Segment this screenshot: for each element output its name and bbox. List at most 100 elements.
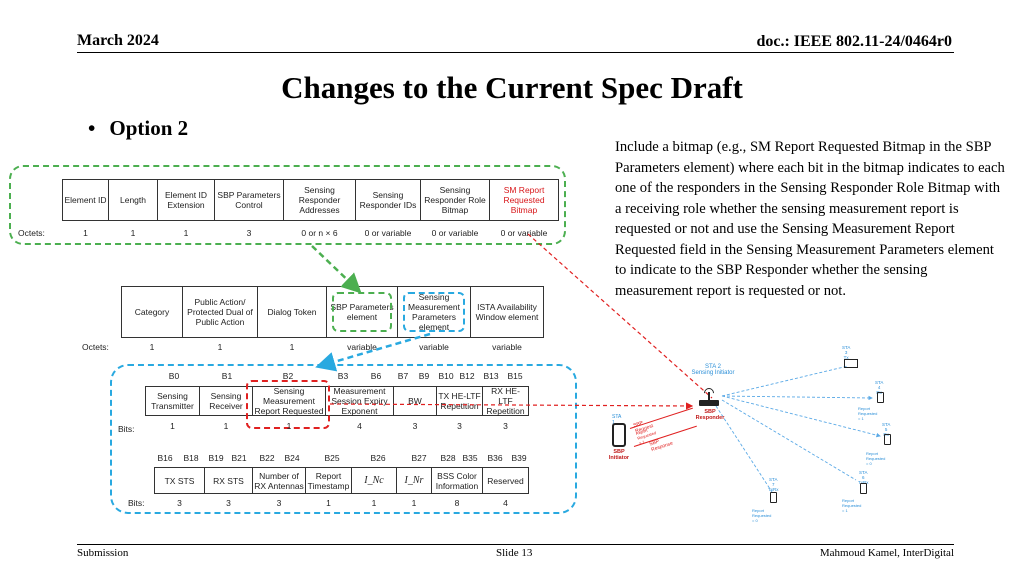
- blue-link-arrow: [315, 332, 431, 372]
- header-divider: [77, 52, 954, 53]
- fig3-r2-bit-10: B35: [462, 453, 478, 463]
- fig3-r1-size-1: 1: [223, 421, 229, 431]
- fig3-r2-field-1: RX STS: [204, 467, 253, 494]
- sbp-initiator-label: SBP Initiator: [608, 449, 630, 461]
- fig3-report-requested-highlight: [246, 380, 330, 429]
- sta7-role: TxRx: [768, 487, 779, 492]
- fig2-field-5: ISTA Availability Window element: [470, 286, 544, 338]
- fig3-r2-bit-9: B28: [440, 453, 456, 463]
- fig3-r2-field-0: TX STS: [154, 467, 205, 494]
- fig3-r1-size-6: 3: [503, 421, 508, 431]
- fig3-r2-field-4-text: I_Nc: [364, 474, 384, 486]
- fig2-smp-highlight: [403, 292, 465, 332]
- fig1-octet-0: 1: [83, 228, 88, 238]
- phone-icon-sta4: [877, 392, 884, 403]
- fig3-r2-field-7: Reserved: [482, 467, 529, 494]
- fig2-octets-label: Octets:: [82, 342, 109, 352]
- header-doc-id: doc.: IEEE 802.11-24/0464r0: [756, 33, 952, 50]
- sta5-name: STA 5: [882, 422, 891, 432]
- fig3-r1-bit-5: B7: [397, 371, 409, 381]
- fig3-r2-bit-8: B27: [411, 453, 427, 463]
- fig3-r1-bit-1: B1: [221, 371, 233, 381]
- fig1-octet-2: 1: [183, 228, 189, 238]
- sta6-label: STA 6 TxRx: [858, 470, 869, 485]
- fig1-field-5: Sensing Responder IDs: [355, 179, 421, 221]
- sensing-measurement-parameters-box: [110, 364, 577, 514]
- fig2-sbp-highlight: [332, 292, 392, 332]
- fig3-r2-field-6: BSS Color Information: [431, 467, 483, 494]
- network-links: [715, 365, 881, 493]
- fig2-octet-5: variable: [492, 342, 522, 352]
- sta5-report: Report Requested = 0: [866, 451, 886, 466]
- fig3-r1-bit-9: B13: [483, 371, 499, 381]
- fig1-octet-5: 0 or variable: [364, 228, 412, 238]
- sta3-label: STA 3 Tx: [842, 345, 850, 360]
- sta7-report: Report Requested = 0: [752, 508, 772, 523]
- fig3-r2-size-6: 8: [454, 498, 460, 508]
- fig3-r2-field-2: Number of RX Antennas: [252, 467, 306, 494]
- fig1-field-3: SBP Parameters Control: [214, 179, 284, 221]
- fig2-octet-3: variable: [347, 342, 377, 352]
- fig3-r1-field-3: Measurement Session Expiry Exponent: [325, 386, 394, 416]
- fig3-r1-bit-4: B6: [370, 371, 382, 381]
- sta6-name: STA 6: [859, 470, 868, 480]
- body-paragraph: Include a bitmap (e.g., SM Report Reques…: [615, 139, 1005, 299]
- fig2-field-1: Public Action/ Protected Dual of Public …: [182, 286, 258, 338]
- sbp-responder-label: SBP Responder: [695, 409, 725, 421]
- fig3-r1-bit-0: B0: [168, 371, 180, 381]
- fig3-r2-size-2: 3: [276, 498, 282, 508]
- fig3-r1-size-2: 1: [286, 421, 292, 431]
- fig3-r2-bit-7: B26: [370, 453, 386, 463]
- fig2-octet-4: variable: [419, 342, 449, 352]
- footer-author: Mahmoud Kamel, InterDigital: [819, 547, 954, 559]
- fig1-field-4: Sensing Responder Addresses: [283, 179, 356, 221]
- fig1-octet-7: 0 or variable: [500, 228, 548, 238]
- fig2-field-0: Category: [121, 286, 183, 338]
- fig3-r1-bits-label: Bits:: [118, 424, 135, 434]
- router-icon: [696, 385, 722, 408]
- fig3-r1-bit-7: B10: [438, 371, 454, 381]
- fig3-r1-field-2: Sensing Measurement Report Requested: [252, 386, 326, 416]
- fig1-octets-label: Octets:: [18, 228, 45, 238]
- fig3-r2-size-5: 1: [411, 498, 417, 508]
- header-date: March 2024: [77, 32, 159, 49]
- fig3-r2-bit-5: B24: [284, 453, 300, 463]
- fig3-r1-size-5: 3: [457, 421, 462, 431]
- sta4-name: STA 4: [875, 380, 884, 390]
- fig1-octet-3: 3: [246, 228, 252, 238]
- fig3-r2-field-4: I_Nc: [351, 467, 397, 494]
- sbp-parameters-element-box: [9, 165, 566, 245]
- fig3-r1-field-6: RX HE-LTF Repetition: [482, 386, 529, 416]
- fig1-octet-4: 0 or n × 6: [301, 228, 338, 238]
- fig2-octet-0: 1: [149, 342, 155, 352]
- laptop-icon-sta3: [844, 359, 858, 368]
- footer-divider: [77, 544, 954, 545]
- fig3-r1-field-1: Sensing Receiver: [199, 386, 253, 416]
- sta7-label: STA 7 TxRx: [768, 477, 779, 492]
- fig3-r2-size-1: 3: [226, 498, 231, 508]
- fig3-r2-bit-11: B36: [487, 453, 503, 463]
- phone-icon: [612, 423, 626, 447]
- fig2-octet-2: 1: [289, 342, 295, 352]
- fig3-r2-field-5-text: I_Nr: [404, 474, 424, 486]
- sta6-role: TxRx: [858, 480, 869, 485]
- fig3-r2-bit-6: B25: [324, 453, 340, 463]
- fig3-r2-field-5: I_Nr: [396, 467, 432, 494]
- footer-submission: Submission: [77, 547, 129, 559]
- fig3-r1-bit-3: B3: [337, 371, 349, 381]
- fig2-field-2: Dialog Token: [257, 286, 327, 338]
- sta3-role: Tx: [843, 355, 849, 360]
- fig1-field-6: Sensing Responder Role Bitmap: [420, 179, 490, 221]
- fig3-r1-bit-2: B2: [282, 371, 294, 381]
- fig3-r2-size-7: 4: [503, 498, 508, 508]
- initiator-label-text: Sensing Initiator: [691, 370, 735, 376]
- fig2-field-4: Sensing Measurement Parameters element: [397, 286, 471, 338]
- sta7-name: STA 7: [769, 477, 778, 487]
- fig3-r2-field-3: Report Timestamp: [305, 467, 352, 494]
- red-pointer-bitmap: [527, 233, 713, 399]
- sensing-initiator-label: STA 2 Sensing Initiator: [683, 364, 743, 376]
- fig3-r2-size-4: 1: [371, 498, 377, 508]
- sta4-report: Report Requested = 1: [858, 406, 878, 421]
- fig3-r2-bit-3: B21: [231, 453, 247, 463]
- fig3-r2-bit-1: B18: [183, 453, 199, 463]
